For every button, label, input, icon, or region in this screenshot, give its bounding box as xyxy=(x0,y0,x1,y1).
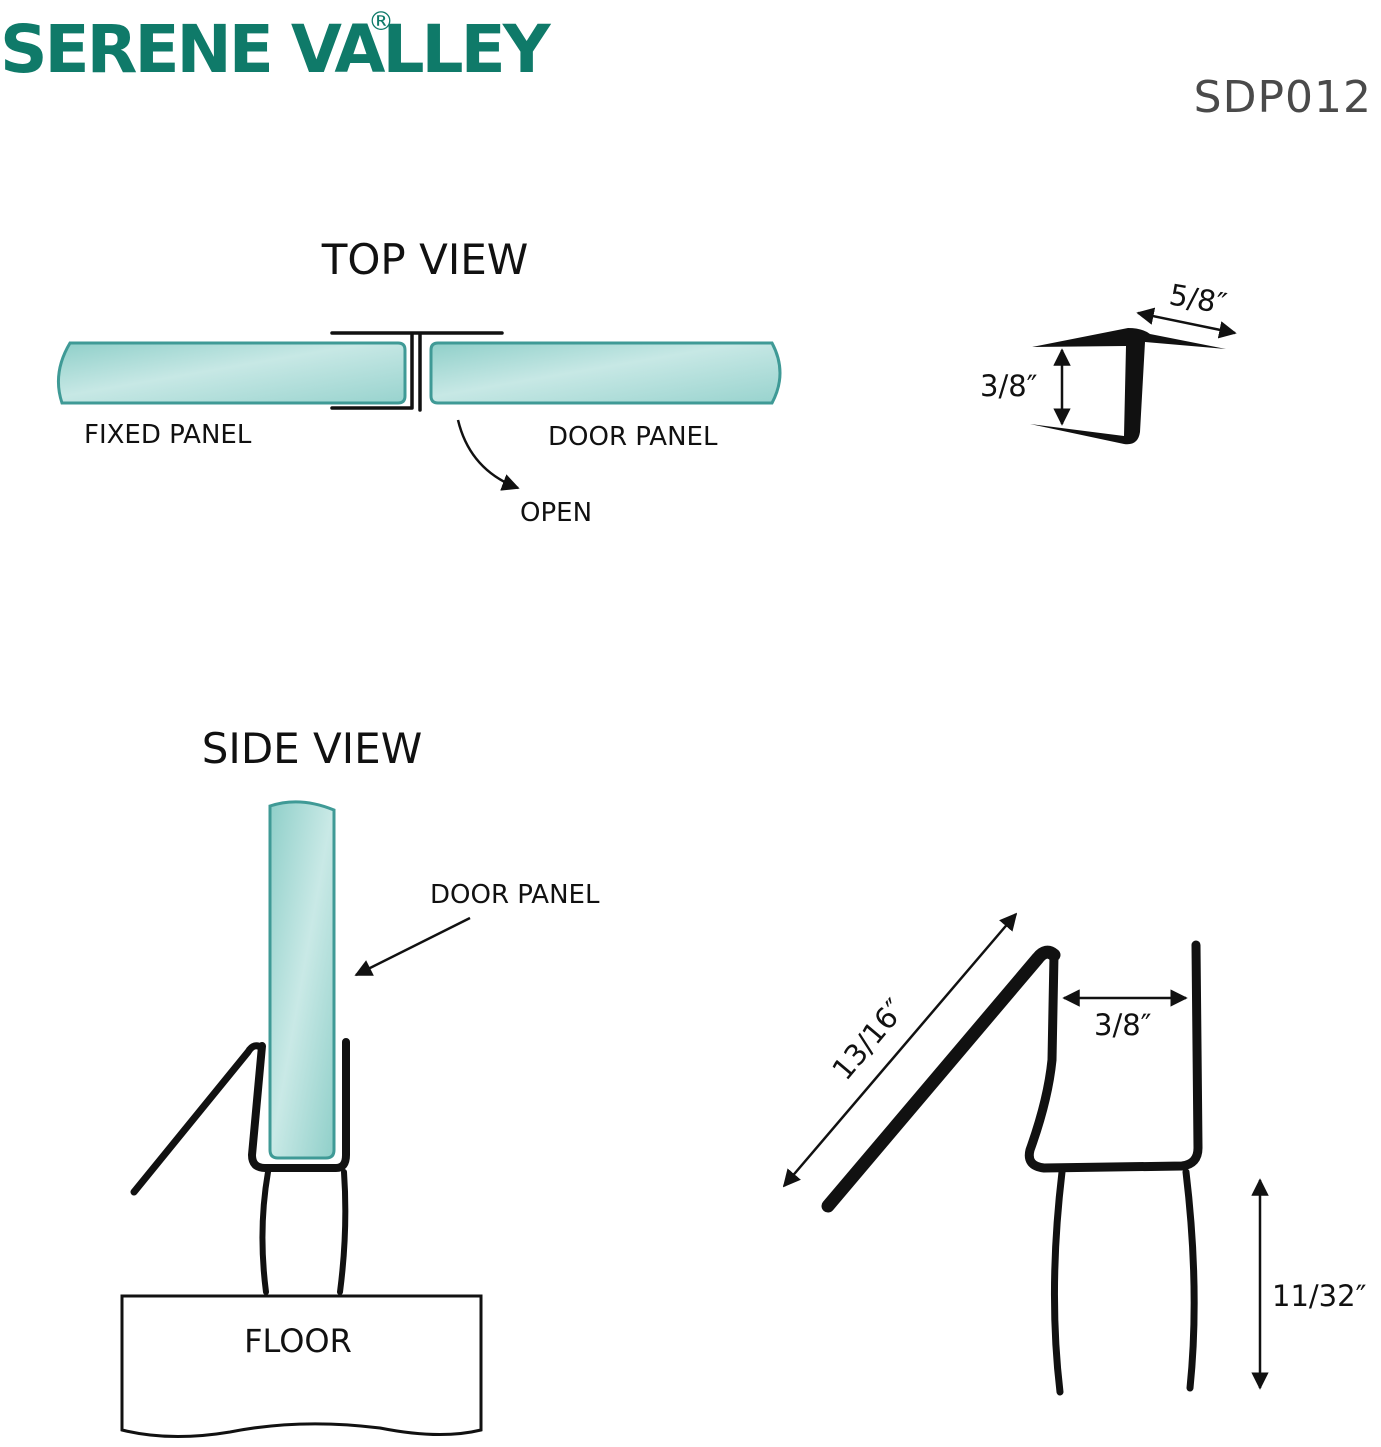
side-seal-wing xyxy=(130,1042,266,1196)
floor-label: FLOOR xyxy=(244,1322,352,1360)
wing-dim: 13/16″ xyxy=(825,992,912,1086)
channel-width-dim: 3/8″ xyxy=(1094,1008,1152,1042)
top-seal-profile-shape xyxy=(1030,328,1226,445)
wing-dim-arrow xyxy=(782,912,1018,1188)
side-door-glass xyxy=(268,800,336,1160)
top-width-dim: 5/8″ xyxy=(1167,277,1230,320)
top-seal-profile xyxy=(1030,307,1237,445)
open-label: OPEN xyxy=(520,498,592,528)
floor-block xyxy=(120,1294,483,1439)
side-profile-sweep-right xyxy=(1182,1168,1198,1392)
side-seal-sweep-right xyxy=(337,1169,349,1295)
side-view-drawing xyxy=(120,800,483,1439)
fixed-panel-label: FIXED PANEL xyxy=(84,420,252,450)
door-panel-label-side: DOOR PANEL xyxy=(430,880,600,910)
top-view-heading: TOP VIEW xyxy=(321,235,529,284)
side-profile-sweep-left xyxy=(1050,1168,1066,1396)
side-seal-sweep-left xyxy=(259,1169,271,1295)
width-dim-arrow xyxy=(1136,307,1237,339)
door-panel-glass xyxy=(429,341,782,405)
model-number: SDP012 xyxy=(1194,72,1372,123)
door-panel-label-top: DOOR PANEL xyxy=(548,422,718,452)
side-profile-channel xyxy=(1024,940,1203,1173)
door-panel-pointer xyxy=(354,916,471,977)
side-seal-profile xyxy=(782,912,1269,1396)
top-h-seal xyxy=(330,331,504,412)
side-profile-wing xyxy=(821,945,1061,1213)
side-seal-outline xyxy=(248,1038,350,1172)
top-height-dim: 3/8″ xyxy=(980,369,1038,403)
fixed-panel-glass xyxy=(56,341,407,405)
side-view-heading: SIDE VIEW xyxy=(202,724,422,773)
open-arrow xyxy=(456,419,520,491)
registered-mark: ® xyxy=(368,7,394,37)
brand-logo: SERENE VALLEY xyxy=(0,11,552,88)
top-view-drawing xyxy=(56,331,782,491)
sweep-height-dim: 11/32″ xyxy=(1272,1279,1367,1313)
